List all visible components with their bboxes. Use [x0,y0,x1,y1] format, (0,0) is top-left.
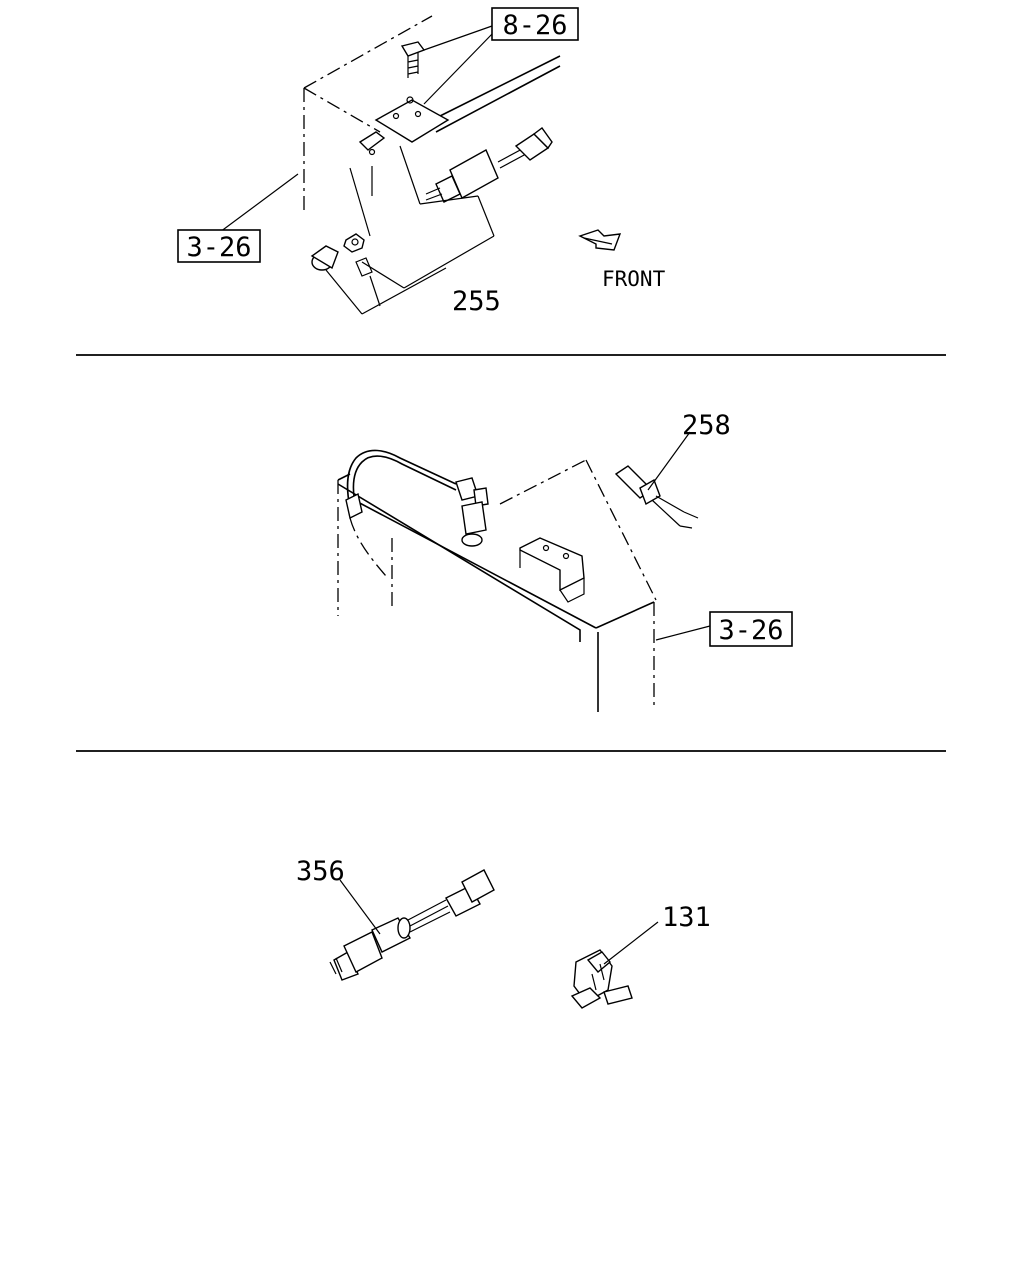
part-number-255: 255 [452,286,501,317]
front-direction-label: FRONT [602,267,666,291]
part-number-258: 258 [682,410,731,441]
panel-top [219,15,622,315]
ref-box-3-26-top [177,229,261,263]
ref-box-3-26-middle [709,611,793,647]
ref-box-8-26 [491,7,579,41]
part-number-131: 131 [662,902,711,933]
part-number-356: 356 [296,856,345,887]
ref-label-3-26-top: 3-26 [186,232,251,263]
ref-label-3-26-middle: 3-26 [718,615,783,646]
ref-label-8-26: 8-26 [502,10,567,41]
panel-middle [337,431,711,712]
panel-bottom [329,869,659,1009]
